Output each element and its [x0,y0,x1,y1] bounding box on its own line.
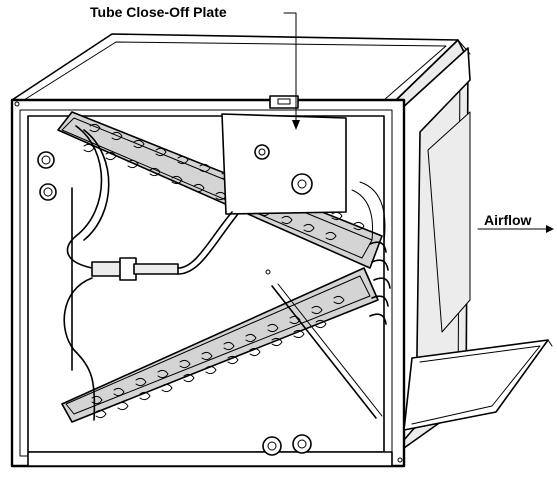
tube-close-off-plate-label: Tube Close-Off Plate [90,4,227,20]
left-pipework [37,125,110,421]
bottom-flap [403,339,553,431]
center-tube [265,269,383,419]
plate-fitting-lower [291,173,313,195]
distributor-assembly [91,211,239,281]
drain-pan [27,434,393,467]
return-bends [351,181,391,325]
plate-fitting-upper [254,144,270,160]
cabinet-top [11,33,471,105]
tube-close-off-plate [221,113,347,215]
lower-coil-slab [61,267,379,423]
arrow-right-icon [477,225,554,233]
airflow-label: Airflow [484,212,532,228]
plate-callout-leader [283,12,300,130]
